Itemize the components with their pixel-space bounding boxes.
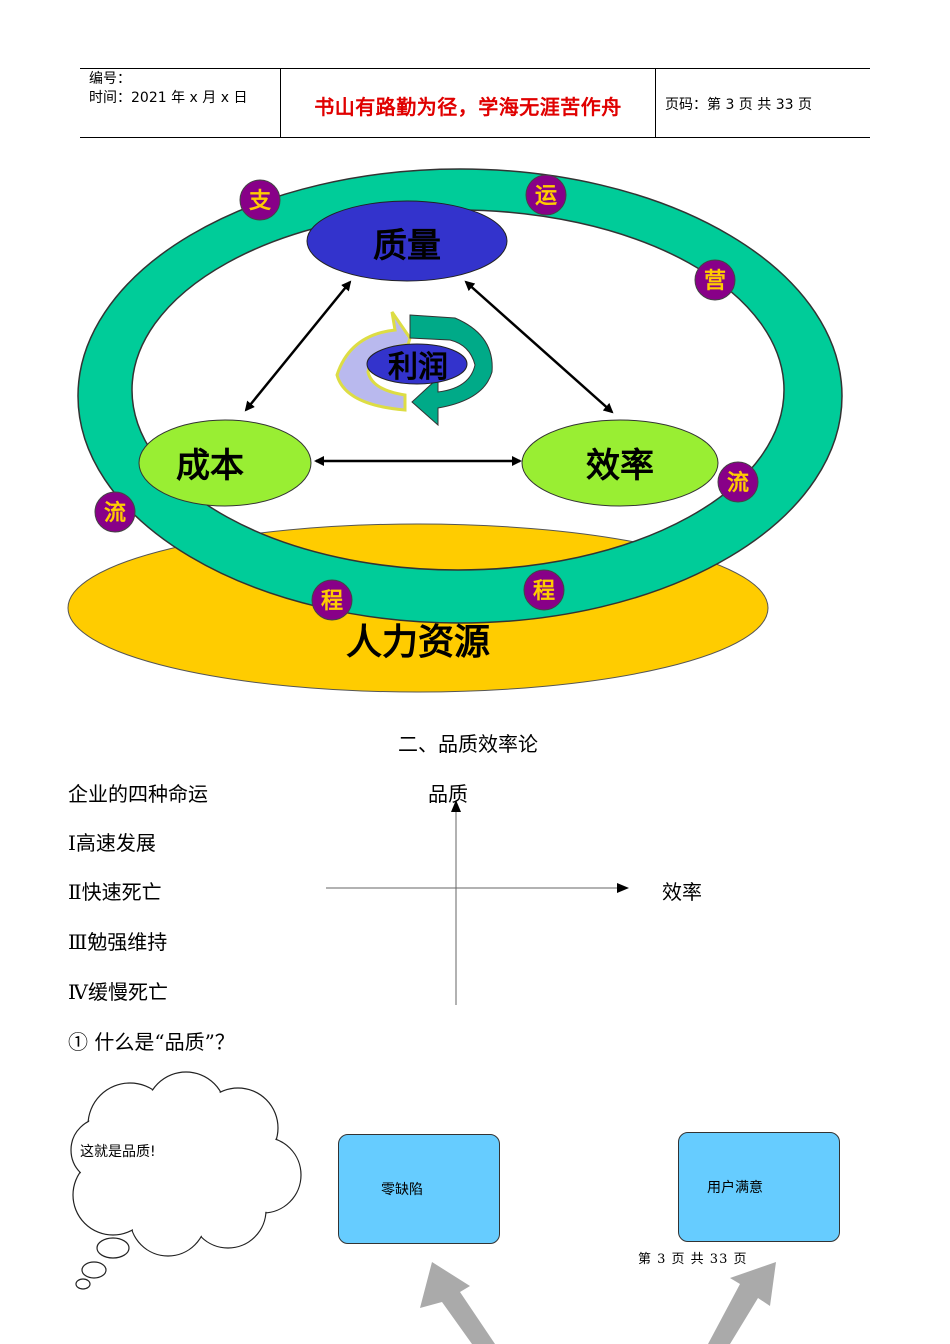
time-label: 时间：2021 年 x 月 x 日 (89, 90, 248, 106)
cost-label: 成本 (176, 446, 244, 486)
ring-badge (94, 491, 136, 533)
ring-badge-char: 支 (249, 188, 272, 214)
ring-badge-char: 流 (727, 470, 749, 496)
number-label: 编号： (89, 71, 131, 87)
fate-item: Ⅲ勉强维持 (68, 930, 168, 954)
header-motto-cell: 书山有路勤为径，学海无涯苦作舟 (280, 69, 656, 137)
cloud-tail-bubble (81, 1261, 107, 1279)
customer-satisfaction-box: 用户满意 (678, 1132, 840, 1242)
zero-defect-label: 零缺陷 (381, 1182, 423, 1198)
ring-badge (239, 179, 281, 221)
section-title: 二、品质效率论 (398, 732, 538, 756)
fate-item: Ⅱ快速死亡 (68, 880, 162, 904)
ring-badges: 支 运 营 流 流 程 程 (94, 174, 759, 621)
cost-ellipse (138, 419, 312, 507)
question-text: ① 什么是“品质”？ (68, 1030, 235, 1054)
arrow-up-left-icon (420, 1262, 495, 1344)
quality-label: 质量 (373, 226, 441, 266)
ring-badge (523, 569, 565, 611)
ring-badge (311, 579, 353, 621)
efficiency-ellipse (521, 419, 719, 507)
ring-badge (717, 461, 759, 503)
motto: 书山有路勤为径，学海无涯苦作舟 (314, 95, 622, 119)
x-axis-arrowhead (617, 883, 629, 893)
hr-label: 人力资源 (346, 622, 490, 663)
x-axis-label: 效率 (662, 880, 702, 904)
thought-cloud: 这就是品质! (70, 1071, 302, 1290)
fates-heading: 企业的四种命运 (68, 782, 208, 806)
y-axis-label: 品质 (428, 782, 468, 806)
efficiency-label: 效率 (586, 446, 654, 486)
ring-badge (525, 174, 567, 216)
arrow-quality-cost (244, 280, 352, 412)
ring-badge-char: 流 (104, 500, 126, 526)
arrow-quality-efficiency (464, 280, 614, 414)
upward-arrows (420, 1262, 776, 1344)
ring-badge (694, 259, 736, 301)
cloud-text: 这就是品质! (80, 1143, 156, 1160)
fate-item: Ⅳ缓慢死亡 (68, 980, 168, 1004)
ring-badge-char: 营 (704, 268, 726, 294)
zero-defect-box: 零缺陷 (338, 1134, 500, 1244)
cloud-tail-bubble (96, 1237, 130, 1259)
quality-efficiency-axes (326, 800, 629, 1005)
ring-badge-char: 运 (535, 183, 557, 209)
page-footer: 第 3 页 共 33 页 (638, 1252, 748, 1267)
page-info: 页码：第 3 页 共 33 页 (665, 97, 812, 113)
ring-badge-char: 程 (533, 578, 555, 604)
header-page-cell: 页码：第 3 页 共 33 页 (655, 69, 870, 137)
quality-ellipse (306, 200, 508, 282)
customer-satisfaction-label: 用户满意 (707, 1180, 763, 1196)
profit-label: 利润 (388, 350, 448, 385)
arrow-up-right-icon (708, 1262, 776, 1344)
fate-item: Ⅰ高速发展 (68, 831, 156, 855)
profit-diagram: 利润 质量 成本 效率 人力资源 支 运 营 流 流 程 程 (67, 168, 843, 693)
y-axis-arrowhead (451, 800, 461, 812)
cloud-tail-bubble (75, 1278, 91, 1290)
page-header: 编号： 时间：2021 年 x 月 x 日 书山有路勤为径，学海无涯苦作舟 页码… (80, 68, 870, 138)
ring-badge-char: 程 (321, 588, 343, 614)
profit-ellipse (366, 343, 468, 385)
header-meta-cell: 编号： 时间：2021 年 x 月 x 日 (80, 69, 280, 137)
